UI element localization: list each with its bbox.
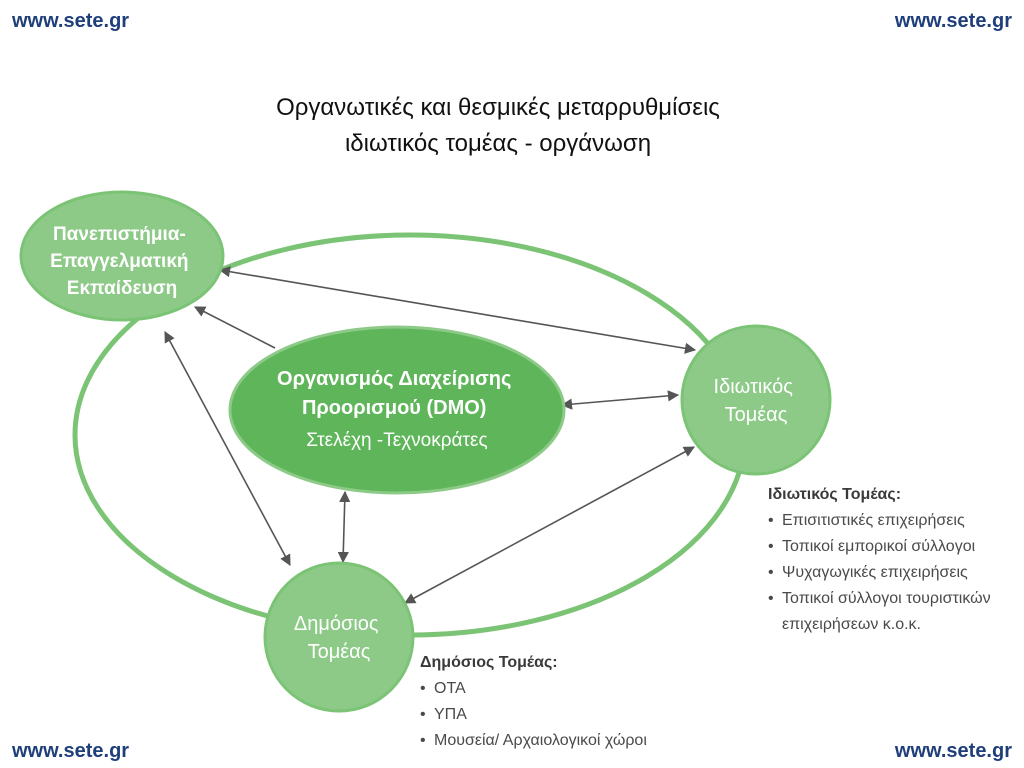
private-list-heading: Ιδιωτικός Τομέας: [768, 486, 902, 503]
logo-bottom-left[interactable]: www.sete.gr [12, 740, 130, 762]
list-item: Τοπικοί εμπορικοί σύλλογοι [768, 534, 1018, 560]
arrow-university-public [164, 331, 291, 566]
node-university-line-2: Επαγγελματική [50, 251, 188, 272]
node-private-line-1: Ιδιωτικός [714, 376, 794, 398]
node-private-line-2: Τομέας [725, 404, 788, 426]
arrow-dmo-university [194, 306, 276, 349]
arrow-dmo-public [337, 490, 351, 564]
arrow-dmo-private [560, 390, 680, 410]
node-dmo-line-2: Προορισμού (DMO) [302, 397, 487, 419]
arrow-public-private [404, 446, 695, 604]
title-line-1: Οργανωτικές και θεσμικές μεταρρυθμίσεις [276, 94, 720, 121]
private-sector-list: Ιδιωτικός Τομέας: Επισιτιστικές επιχειρή… [768, 482, 1018, 638]
node-university: Πανεπιστήμια- Επαγγελματική Εκπαίδευση [19, 190, 225, 322]
node-university-line-3: Εκπαίδευση [67, 278, 177, 299]
list-item: ΟΤΑ [420, 676, 700, 702]
node-dmo: Οργανισμός Διαχείρισης Προορισμού (DMO) … [228, 325, 566, 495]
list-item: ΥΠΑ [420, 702, 700, 728]
node-public: Δημόσιος Τομέας [263, 561, 415, 713]
public-list-heading: Δημόσιος Τομέας: [420, 654, 558, 671]
svg-text:Οργανισμός Διαχείρισης Π: Οργανισμός Διαχείρισης Προορισμού (DMO) … [277, 368, 517, 451]
arrow-university-private [218, 266, 697, 354]
logo-bottom-right[interactable]: www.sete.gr [894, 740, 1012, 762]
svg-text:Δημόσιος Τομέας: Δημόσιος Τομέας [294, 613, 384, 663]
node-university-line-1: Πανεπιστήμια- [53, 224, 186, 245]
node-public-line-1: Δημόσιος [294, 613, 379, 635]
logo-top-right[interactable]: www.sete.gr [894, 10, 1012, 32]
list-item: Μουσεία/ Αρχαιολογικοί χώροι [420, 728, 700, 754]
list-item: Επισιτιστικές επιχειρήσεις [768, 508, 1018, 534]
node-private: Ιδιωτικός Τομέας [680, 324, 832, 476]
svg-text:Πανεπιστήμια- Επαγγελματ: Πανεπιστήμια- Επαγγελματική Εκπαίδευση [50, 224, 194, 299]
arrows [164, 266, 697, 604]
list-item: Ψυχαγωγικές επιχειρήσεις [768, 560, 1018, 586]
logo-top-left[interactable]: www.sete.gr [12, 10, 130, 32]
public-sector-list: Δημόσιος Τομέας: ΟΤΑ ΥΠΑ Μουσεία/ Αρχαιο… [420, 650, 700, 754]
node-dmo-line-3: Στελέχη -Τεχνοκράτες [306, 430, 487, 451]
svg-text:Ιδιωτικός Τομέας: Ιδιωτικός Τομέας [714, 376, 799, 426]
title-line-2: ιδιωτικός τομέας - οργάνωση [344, 130, 652, 157]
node-public-line-2: Τομέας [308, 641, 371, 663]
node-dmo-line-1: Οργανισμός Διαχείρισης [277, 368, 511, 390]
list-item: Τοπικοί σύλλογοι τουριστικών επιχειρήσεω… [768, 586, 1018, 638]
slide-title: Οργανωτικές και θεσμικές μεταρρυθμίσεις … [0, 90, 996, 162]
